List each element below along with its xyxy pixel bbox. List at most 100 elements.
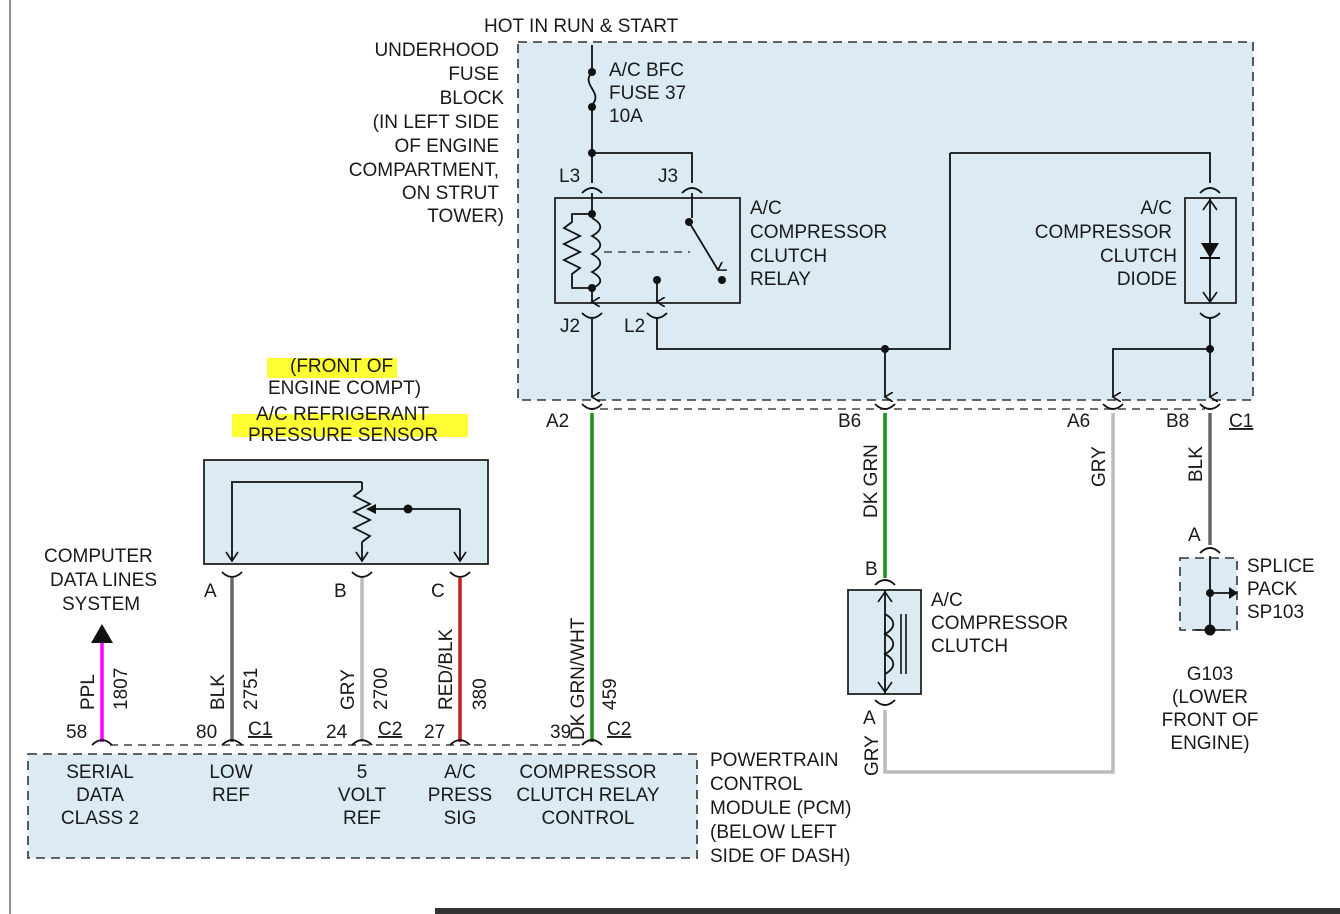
relay-label-line: RELAY: [750, 269, 811, 290]
fuse-block-connector-c1: A2 B6 A6 B8 C1: [546, 403, 1253, 432]
compressor-clutch: B A A/C COMPRESSOR CLUTCH: [847, 559, 1068, 729]
relay-pin-j2: J2: [560, 316, 580, 337]
wire-2700-color: GRY: [338, 669, 359, 710]
clutch-coil-icon: [883, 613, 895, 675]
ground-label-line: ENGINE): [1170, 733, 1249, 754]
a6-terminal-icon: [1102, 403, 1124, 410]
ground-label-line: G103: [1187, 664, 1233, 685]
fuse-37: A/C BFC FUSE 37 10A: [587, 45, 1211, 183]
relay-l2-wire: [656, 153, 951, 350]
wire-459-circuit: 459: [600, 678, 621, 710]
relay-pin-j3: J3: [658, 166, 678, 187]
relay-resistor-icon: [561, 213, 592, 289]
ground-label-line: (LOWER: [1172, 687, 1248, 708]
pcm-press-line: A/C: [444, 762, 476, 783]
wire-blk-b8-color: BLK: [1186, 446, 1207, 482]
data-lines-label-line: COMPUTER: [44, 546, 153, 567]
relay-pin-l2: L2: [624, 316, 645, 337]
pin27-terminal-icon: [449, 739, 471, 746]
splice-pack-sp103: A SPLICE PACK SP103 G103 (LOWER FRONT OF…: [1162, 525, 1315, 754]
splice-arrow-icon: [1229, 587, 1238, 599]
fuse-block-label-line: BLOCK: [440, 88, 505, 109]
wire-459-color: DK GRN/WHT: [568, 617, 589, 740]
data-lines-label-line: SYSTEM: [62, 594, 140, 615]
sensor-pin-b: B: [334, 581, 347, 602]
clutch-label-line: A/C: [931, 590, 963, 611]
relay-switch-contact-icon: [688, 221, 718, 270]
pin-39: 39: [550, 722, 571, 743]
pcm-relay-ctrl-line: CONTROL: [542, 808, 635, 829]
relay-label-line: A/C: [750, 198, 782, 219]
sensor-label-line: A/C REFRIGERANT: [256, 404, 430, 425]
fuse-element-icon: [587, 71, 597, 106]
wire-gry-a6: GRY GRY: [862, 413, 1115, 776]
data-lines-label-line: DATA LINES: [50, 570, 157, 591]
sensor-wiper-arrow-icon: [366, 504, 376, 514]
diode-label-line: COMPRESSOR: [1035, 222, 1172, 243]
a2-terminal-icon: [581, 403, 603, 410]
splice-label-line: SPLICE: [1247, 556, 1315, 577]
b8-terminal-icon: [1199, 403, 1221, 410]
clutch-a-terminal-icon: [874, 699, 896, 706]
sensor-body: [203, 459, 489, 565]
connector-c2-b: C2: [607, 719, 631, 740]
sensor-low-ref-wire: [231, 481, 362, 560]
diode-top-terminal-icon: [1199, 187, 1221, 194]
fuse-block-label-line: COMPARTMENT,: [349, 160, 499, 181]
pcm-relay-ctrl-line: COMPRESSOR: [519, 762, 656, 783]
pcm-title-line: (BELOW LEFT: [710, 822, 837, 843]
pcm-low-ref-line: REF: [212, 785, 250, 806]
pcm-press-line: SIG: [444, 808, 477, 829]
relay-coil-icon: [590, 217, 602, 289]
clutch-pin-b: B: [865, 559, 878, 580]
connector-b8: B8: [1166, 411, 1189, 432]
highlight-sensor-name: [232, 414, 468, 437]
wire-2700: GRY 2700: [338, 578, 392, 742]
connector-a2: A2: [546, 411, 569, 432]
pcm-press-line: PRESS: [428, 785, 492, 806]
fuse-block-label-line: FUSE: [448, 64, 499, 85]
sensor-label-line: PRESSURE SENSOR: [248, 425, 438, 446]
pcm-serial-line: DATA: [76, 785, 124, 806]
clutch-label-line: COMPRESSOR: [931, 613, 1068, 634]
highlight-front-of: [267, 358, 397, 378]
sensor-pin-a: A: [204, 581, 217, 602]
relay-l3-terminal-icon: [581, 187, 603, 194]
fuse-block-label-line: (IN LEFT SIDE: [373, 112, 499, 133]
splice-terminal-icon: [1199, 547, 1221, 554]
pin58-terminal-icon: [91, 739, 113, 746]
sensor-label-line: (FRONT OF: [290, 356, 393, 377]
pin-80: 80: [196, 722, 217, 743]
compressor-clutch-diode: A/C COMPRESSOR CLUTCH DIODE: [1035, 187, 1237, 397]
compressor-clutch-relay: L3 J3 A/C COMPRESSOR CLUTCH RELAY J2 L2: [554, 153, 951, 397]
sensor-a-arrow-icon: [225, 551, 239, 563]
wire-1807-circuit: 1807: [111, 668, 132, 710]
pcm-serial-line: CLASS 2: [61, 808, 139, 829]
clutch-up-arrow-icon: [877, 590, 893, 603]
pin39-terminal-icon: [581, 739, 603, 746]
wire-blk-b8: BLK: [1186, 413, 1212, 545]
wire-2751-color: BLK: [208, 674, 229, 710]
sensor-b-arrow-icon: [355, 551, 369, 563]
data-lines-system: COMPUTER DATA LINES SYSTEM PPL 1807: [44, 546, 157, 742]
connector-c1-pcm: C1: [248, 719, 272, 740]
fuse-label-line: FUSE 37: [609, 83, 686, 104]
connector-c1-top: C1: [1229, 411, 1253, 432]
frame-bottom-strip: [435, 908, 1340, 914]
diode-feed-wire: [950, 152, 1211, 183]
relay-label-line: CLUTCH: [750, 246, 827, 267]
pcm: 58 80 C1 24 C2 27 39 C2 SERIAL DATA CLAS…: [27, 719, 851, 867]
relay-pin-l3: L3: [559, 166, 580, 187]
connector-b6: B6: [838, 411, 861, 432]
fuse-label-line: A/C BFC: [609, 60, 684, 81]
pcm-title-line: CONTROL: [710, 774, 803, 795]
sensor-pin-c: C: [431, 581, 445, 602]
clutch-down-arrow-icon: [877, 681, 893, 694]
sensor-c-arrow-icon: [453, 551, 467, 563]
a6-out-wire: [1113, 348, 1210, 397]
wire-gry-clutch-color: GRY: [862, 735, 883, 776]
fuse-block: HOT IN RUN & START UNDERHOOD FUSE BLOCK …: [349, 16, 1254, 401]
pcm-title-line: POWERTRAIN: [710, 750, 838, 771]
pcm-outline: [27, 753, 698, 859]
diode-symbol-icon: [1201, 243, 1219, 258]
